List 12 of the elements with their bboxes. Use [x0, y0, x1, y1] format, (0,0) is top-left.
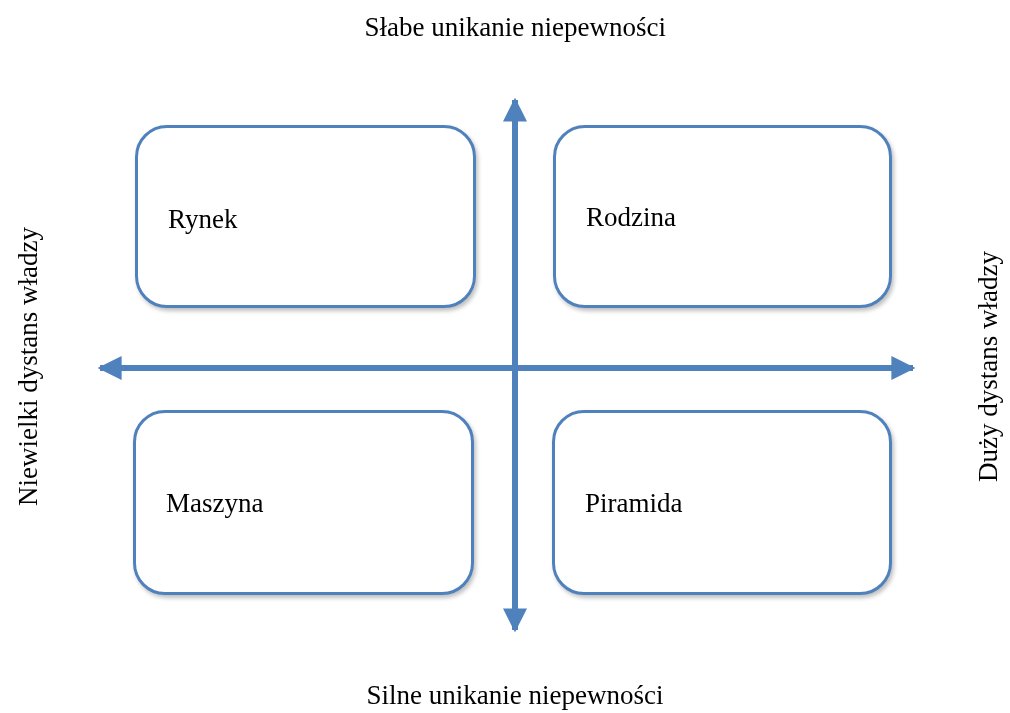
quadrant-label: Maszyna	[166, 488, 264, 519]
quadrant-box	[135, 125, 476, 308]
quadrant-box	[552, 410, 892, 595]
quadrant-box	[553, 125, 892, 308]
quadrant-label: Rodzina	[586, 202, 676, 233]
axis-label: Niewielki dystans władzy	[12, 226, 44, 506]
quadrant-label: Piramida	[585, 488, 683, 519]
quadrant-box	[133, 410, 474, 595]
axis-label: Silne unikanie niepewności	[366, 679, 664, 711]
quadrant-label: Rynek	[168, 204, 238, 235]
axis-label: Duży dystans władzy	[972, 250, 1004, 482]
axis-label: Słabe unikanie niepewności	[364, 11, 666, 43]
